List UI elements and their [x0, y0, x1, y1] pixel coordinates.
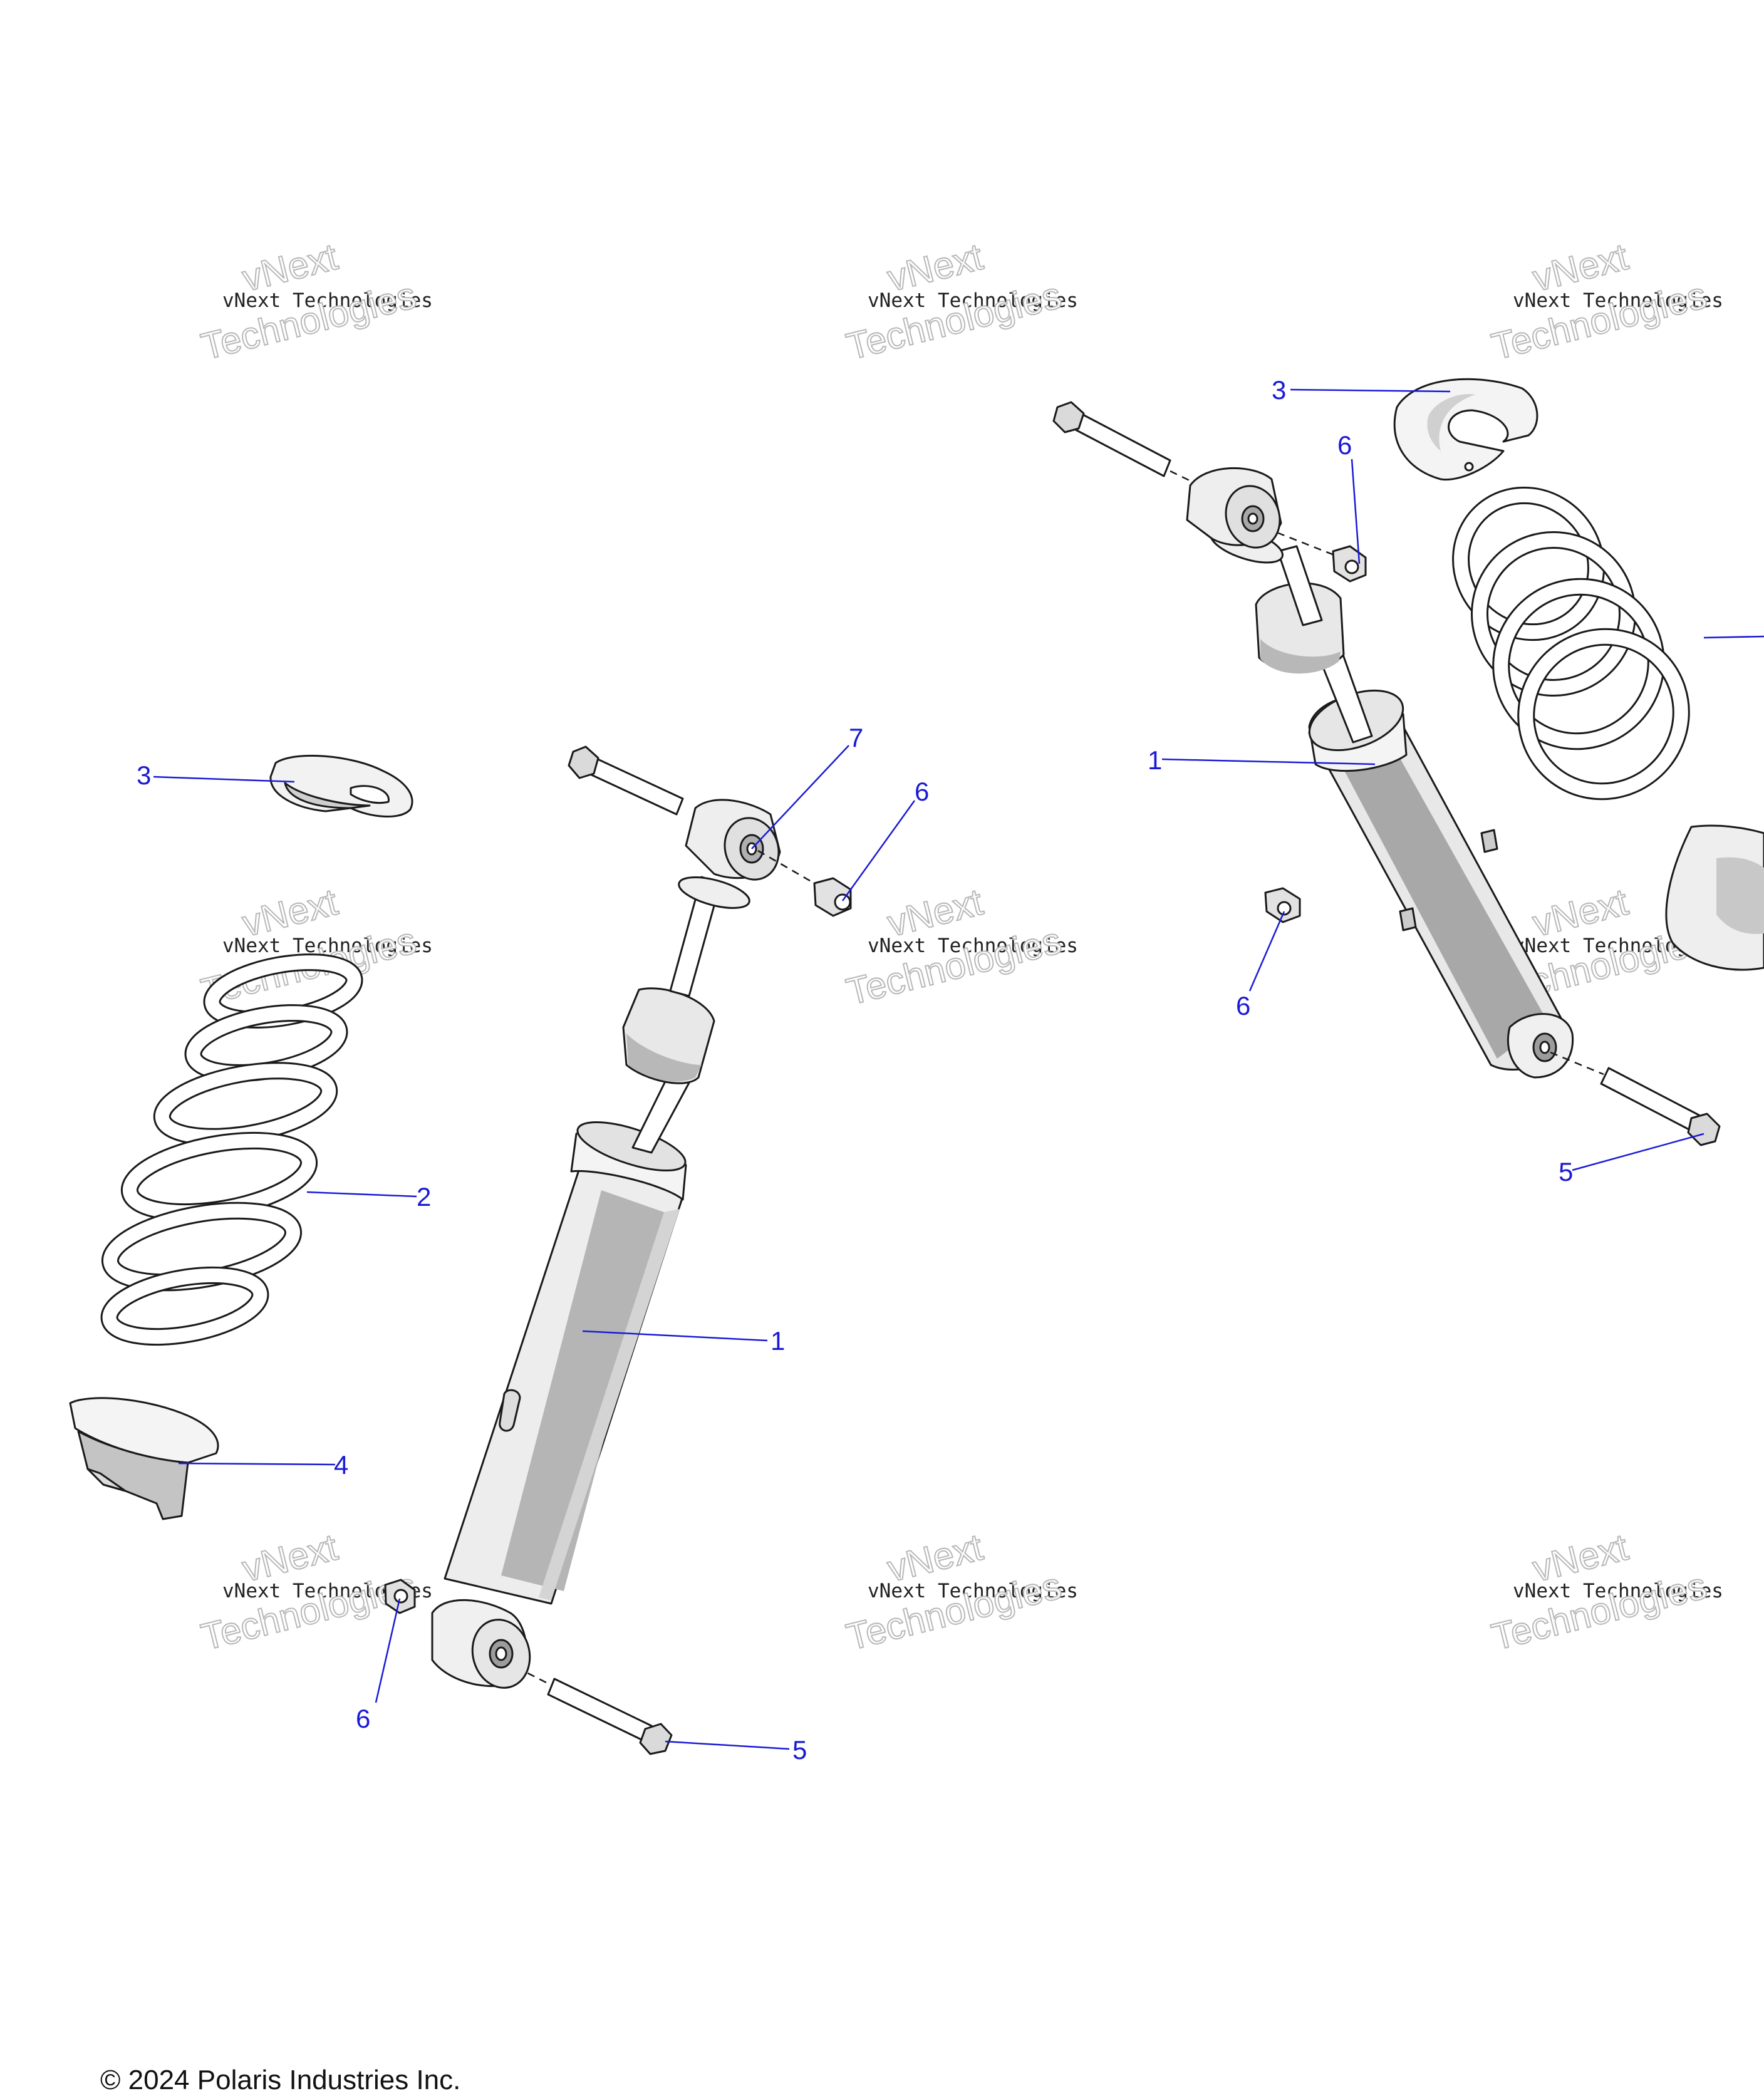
svg-text:vNext Technologies: vNext Technologies [868, 935, 1078, 957]
callout-left-6-upper: 6 [915, 777, 929, 806]
spring-retainer-clip-right [1393, 378, 1538, 481]
spring-retainer-clip [269, 754, 413, 818]
left-assembly: 3 2 1 4 5 6 6 7 [69, 723, 929, 1765]
right-callouts: 3 6 1 6 5 [1148, 375, 1573, 1186]
upper-nut-right [1332, 545, 1367, 583]
svg-text:Technologies: Technologies [843, 919, 1066, 1013]
lower-bolt-right [1600, 1067, 1721, 1146]
svg-text:vNext Technologies: vNext Technologies [1513, 289, 1723, 312]
svg-text:vNext Technologies: vNext Technologies [868, 1580, 1078, 1602]
lower-nut-right [1264, 887, 1301, 923]
svg-text:Technologies: Technologies [1488, 274, 1711, 368]
watermark: vNext vNext Technologies Technologies [842, 1525, 1078, 1659]
upper-bolt [568, 745, 684, 816]
svg-text:vNext Technologies: vNext Technologies [222, 935, 433, 957]
callout-left-2: 2 [417, 1182, 431, 1211]
copyright-notice: © 2024 Polaris Industries Inc. [100, 2065, 461, 2095]
shock-absorber-right [1186, 467, 1574, 1079]
left-callouts: 3 2 1 4 5 6 6 7 [137, 723, 929, 1765]
svg-text:vNext Technologies: vNext Technologies [222, 289, 433, 312]
callout-left-1: 1 [770, 1326, 785, 1356]
svg-text:Technologies: Technologies [197, 274, 420, 368]
lower-bolt [547, 1678, 673, 1755]
svg-text:vNext Technologies: vNext Technologies [868, 289, 1078, 312]
watermark: vNext vNext Technologies Technologies [842, 235, 1078, 368]
watermark: vNext vNext Technologies Technologies [1487, 1525, 1723, 1659]
svg-text:Technologies: Technologies [197, 1564, 420, 1658]
coil-spring [100, 953, 363, 1346]
right-assembly: 3 6 1 6 5 [1052, 375, 1764, 1186]
shock-absorber [431, 799, 781, 1689]
lower-spring-seat-right [1665, 824, 1764, 971]
svg-text:Technologies: Technologies [843, 274, 1066, 368]
lower-nut [384, 1579, 416, 1614]
callout-right-1: 1 [1148, 745, 1162, 775]
lower-bolt-axis-right [1550, 1051, 1604, 1076]
svg-text:Technologies: Technologies [1488, 1564, 1711, 1658]
watermark: vNext vNext Technologies Technologies [842, 880, 1078, 1014]
lower-bolt-axis [504, 1660, 552, 1686]
callout-left-5: 5 [792, 1735, 807, 1765]
callout-left-7: 7 [849, 723, 863, 752]
coil-spring-right [1452, 486, 1690, 801]
upper-nut [813, 877, 852, 917]
right-leader-lines [1161, 388, 1764, 1171]
svg-text:Technologies: Technologies [843, 1564, 1066, 1658]
lower-spring-seat [69, 1397, 219, 1520]
upper-bolt-right [1052, 401, 1171, 477]
upper-bolt-axis-right [1170, 470, 1194, 484]
left-leader-lines [153, 745, 916, 1750]
callout-left-4: 4 [334, 1450, 348, 1480]
callout-right-6-upper: 6 [1337, 430, 1352, 460]
watermark: vNext vNext Technologies Technologies [197, 235, 433, 368]
callout-right-3: 3 [1272, 375, 1286, 405]
svg-text:vNext Technologies: vNext Technologies [1513, 1580, 1723, 1602]
upper-bolt-axis [757, 849, 815, 885]
callout-right-6-lower: 6 [1236, 991, 1250, 1020]
callout-left-6-lower: 6 [356, 1704, 370, 1733]
callout-left-3: 3 [137, 760, 151, 790]
watermark: vNext vNext Technologies Technologies [197, 1525, 433, 1659]
callout-right-5: 5 [1559, 1157, 1573, 1186]
watermark: vNext vNext Technologies Technologies [1487, 235, 1723, 368]
